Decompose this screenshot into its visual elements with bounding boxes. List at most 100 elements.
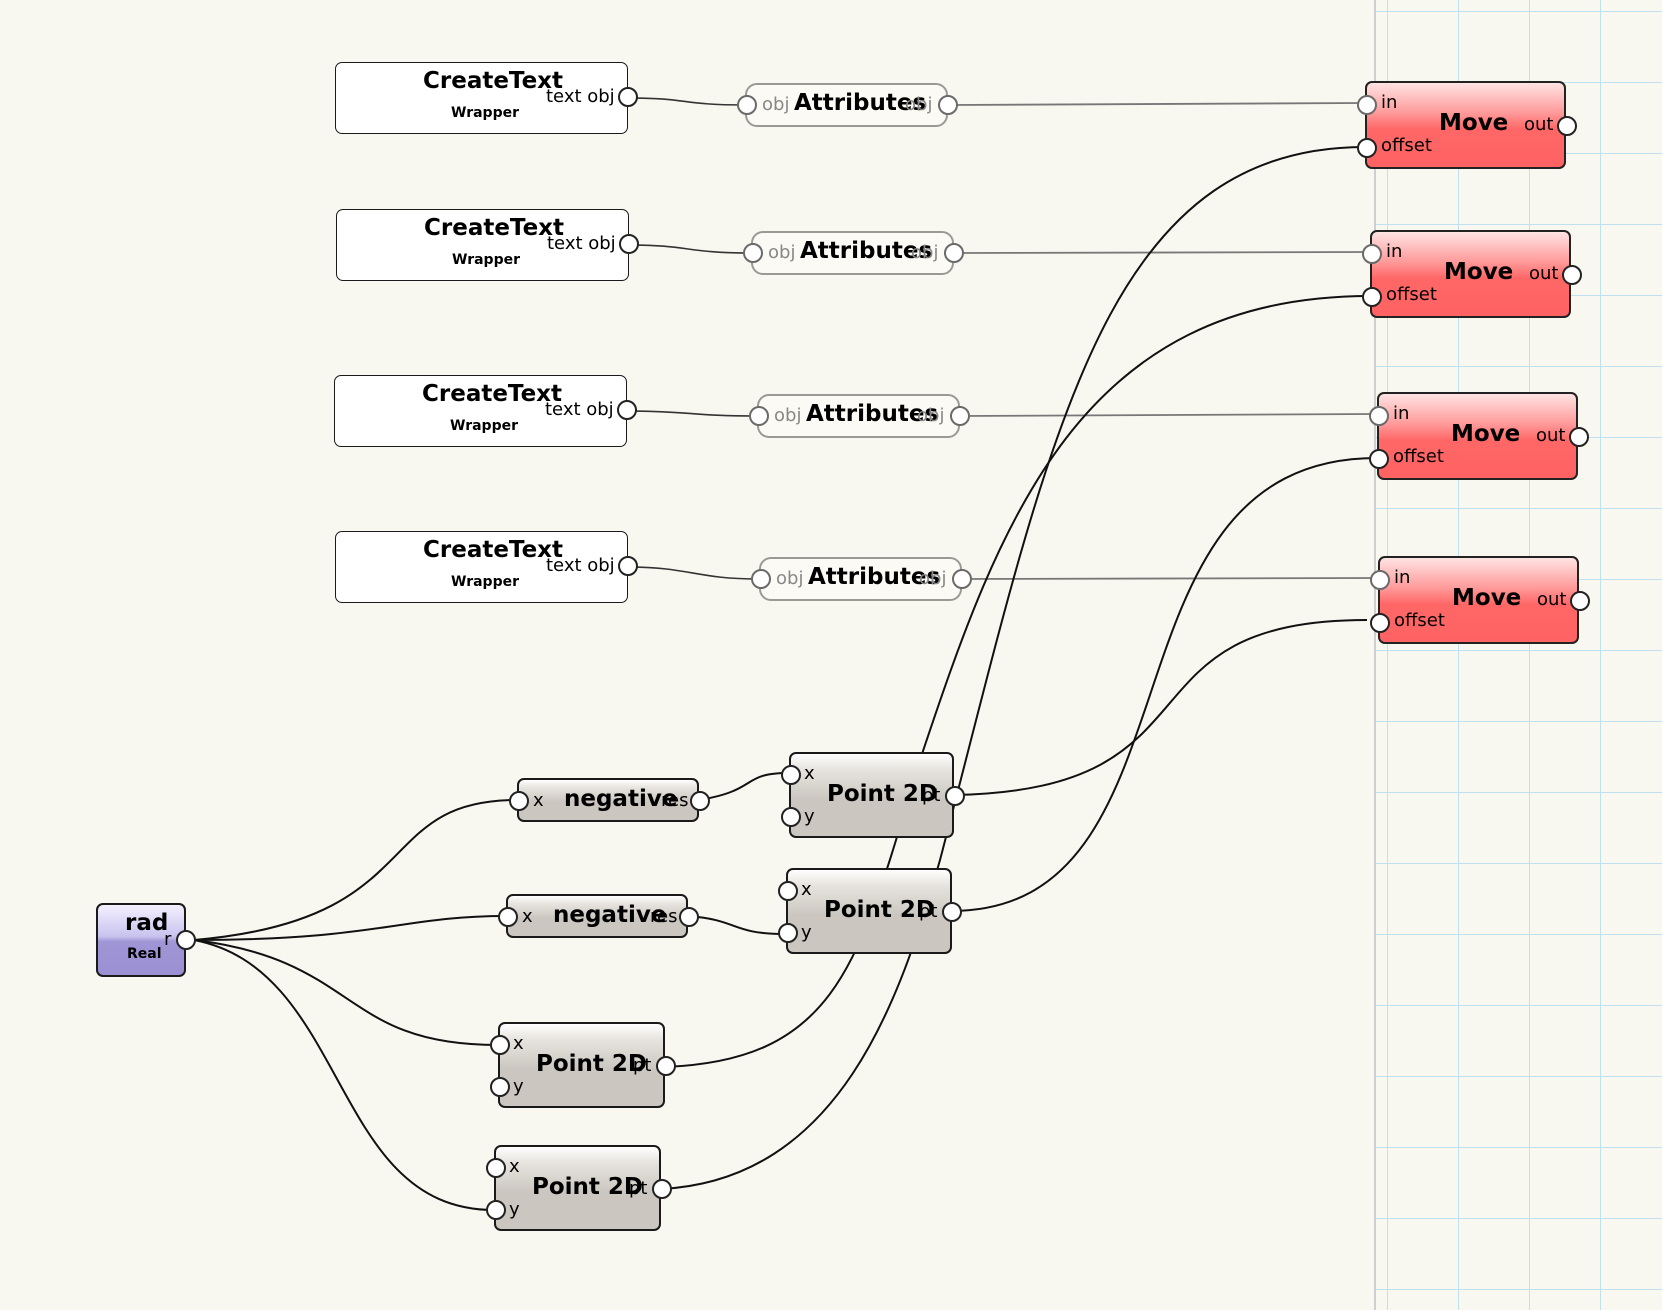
wire[interactable]	[193, 939, 499, 1046]
input-port[interactable]	[749, 406, 769, 426]
negative-node[interactable]: x negative res	[498, 894, 699, 938]
wire[interactable]	[958, 413, 1378, 417]
port-label: in	[1394, 567, 1411, 588]
output-port[interactable]	[942, 902, 962, 922]
output-port[interactable]	[945, 786, 965, 806]
input-port-y[interactable]	[490, 1077, 510, 1097]
input-port-x[interactable]	[486, 1158, 506, 1178]
createtext-node[interactable]: CreateText Wrapper text obj	[335, 62, 638, 134]
node-title: Attributes	[794, 90, 927, 116]
point2d-node[interactable]: x Point 2D pt y	[778, 868, 962, 954]
input-port-in[interactable]	[1370, 570, 1390, 590]
wire[interactable]	[660, 146, 1366, 1190]
point2d-node[interactable]: x Point 2D pt y	[486, 1145, 672, 1231]
wire[interactable]	[193, 799, 518, 941]
input-port[interactable]	[509, 791, 529, 811]
createtext-node[interactable]: CreateText Wrapper text obj	[334, 375, 637, 447]
wire[interactable]	[953, 619, 1368, 796]
point2d-node[interactable]: x Point 2D pt y	[490, 1022, 676, 1108]
node-subtitle: Wrapper	[452, 252, 520, 268]
createtext-node[interactable]: CreateText Wrapper text obj	[336, 209, 639, 281]
move-node[interactable]: in Move out offset	[1362, 230, 1582, 318]
output-port[interactable]	[944, 243, 964, 263]
input-port-offset[interactable]	[1357, 138, 1377, 158]
input-port-offset[interactable]	[1369, 449, 1389, 469]
port-label: pt	[629, 1178, 648, 1199]
output-port[interactable]	[617, 400, 637, 420]
port-label: text obj	[546, 555, 615, 576]
output-port[interactable]	[690, 791, 710, 811]
output-port[interactable]	[938, 95, 958, 115]
wire[interactable]	[947, 102, 1366, 106]
createtext-node[interactable]: CreateText Wrapper text obj	[335, 531, 638, 603]
output-port[interactable]	[679, 907, 699, 927]
port-label: x	[513, 1033, 524, 1054]
input-port-offset[interactable]	[1370, 613, 1390, 633]
attributes-node[interactable]: obj Attributes obj	[737, 83, 958, 127]
wire[interactable]	[628, 244, 752, 254]
input-port[interactable]	[751, 569, 771, 589]
input-port-x[interactable]	[490, 1035, 510, 1055]
wire[interactable]	[952, 251, 1371, 254]
wire[interactable]	[193, 915, 507, 941]
wire[interactable]	[698, 772, 790, 801]
output-port[interactable]	[950, 406, 970, 426]
input-port-x[interactable]	[781, 765, 801, 785]
wire[interactable]	[687, 915, 787, 935]
output-port[interactable]	[1557, 116, 1577, 136]
move-node[interactable]: in Move out offset	[1369, 392, 1589, 480]
wire[interactable]	[627, 97, 746, 106]
input-port-offset[interactable]	[1362, 287, 1382, 307]
attributes-node[interactable]: obj Attributes obj	[749, 394, 970, 438]
node-subtitle: Wrapper	[451, 105, 519, 121]
input-port[interactable]	[498, 907, 518, 927]
point2d-node[interactable]: x Point 2D pt y	[781, 752, 965, 838]
port-label: y	[804, 806, 815, 827]
attributes-node[interactable]: obj Attributes obj	[743, 231, 964, 275]
move-node[interactable]: in Move out offset	[1370, 556, 1590, 644]
wire[interactable]	[626, 410, 758, 417]
wire[interactable]	[664, 295, 1371, 1068]
port-label: out	[1536, 425, 1566, 446]
output-port[interactable]	[619, 234, 639, 254]
input-port-in[interactable]	[1357, 95, 1377, 115]
output-port[interactable]	[652, 1179, 672, 1199]
node-title: Point 2D	[532, 1174, 644, 1200]
wire[interactable]	[951, 457, 1378, 912]
output-port[interactable]	[656, 1056, 676, 1076]
wire[interactable]	[193, 939, 495, 1211]
negative-node[interactable]: x negative res	[509, 778, 710, 822]
wire[interactable]	[960, 577, 1379, 580]
port-label: text obj	[545, 399, 614, 420]
wire[interactable]	[626, 566, 760, 580]
port-label: pt	[922, 785, 941, 806]
node-subtitle: Wrapper	[451, 574, 519, 590]
node-title: Attributes	[800, 238, 933, 264]
port-label: pt	[919, 901, 938, 922]
port-label: obj	[762, 94, 790, 115]
real-node[interactable]: rad Real r	[96, 903, 196, 977]
output-port[interactable]	[618, 556, 638, 576]
input-port-y[interactable]	[486, 1200, 506, 1220]
attributes-node[interactable]: obj Attributes obj	[751, 557, 972, 601]
input-port-in[interactable]	[1369, 406, 1389, 426]
output-port[interactable]	[952, 569, 972, 589]
input-port-y[interactable]	[781, 807, 801, 827]
move-node[interactable]: in Move out offset	[1357, 81, 1577, 169]
input-port[interactable]	[737, 95, 757, 115]
output-port[interactable]	[176, 930, 196, 950]
input-port-in[interactable]	[1362, 244, 1382, 264]
port-label: obj	[905, 94, 933, 115]
output-port[interactable]	[1569, 427, 1589, 447]
port-label: obj	[768, 242, 796, 263]
port-label: x	[522, 906, 533, 927]
input-port-x[interactable]	[778, 881, 798, 901]
port-label: obj	[911, 242, 939, 263]
port-label: offset	[1393, 446, 1444, 467]
output-port[interactable]	[1562, 265, 1582, 285]
output-port[interactable]	[618, 87, 638, 107]
input-port[interactable]	[743, 243, 763, 263]
output-port[interactable]	[1570, 591, 1590, 611]
input-port-y[interactable]	[778, 923, 798, 943]
